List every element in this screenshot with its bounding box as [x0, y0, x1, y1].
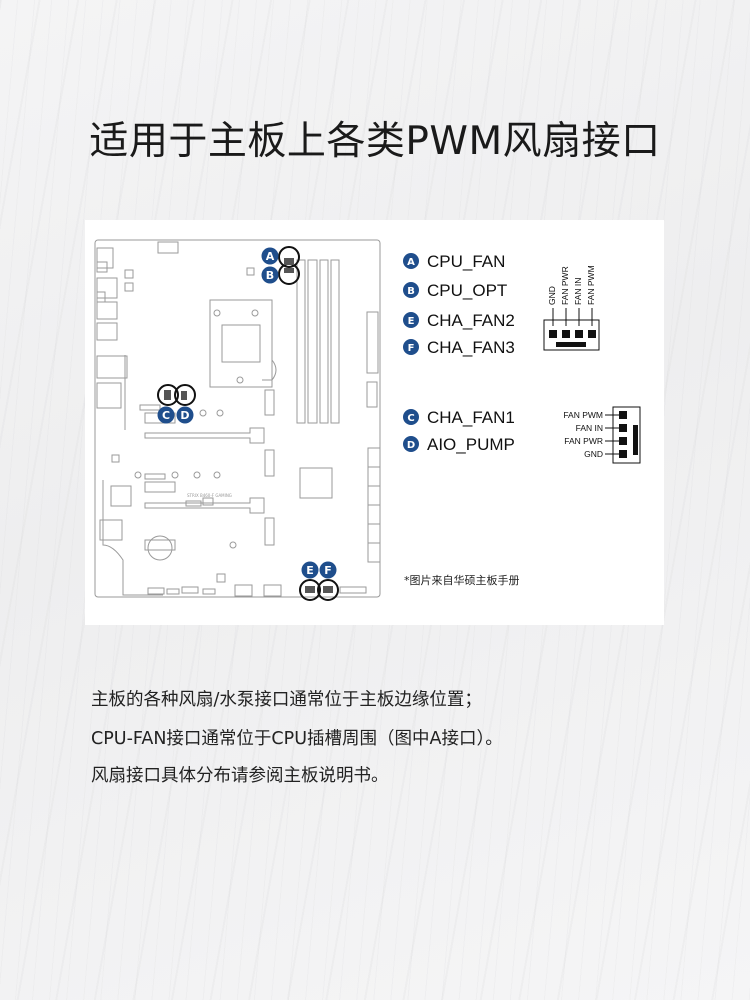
- legend-label: CHA_FAN3: [427, 338, 515, 357]
- pin-label: FAN PWM: [563, 410, 603, 420]
- pin-label: FAN PWR: [560, 266, 570, 305]
- legend-label: CPU_FAN: [427, 252, 505, 271]
- motherboard-diagram: STRIX B460-F GAMING A B C D E F A B E F: [94, 239, 641, 601]
- connector-highlights: [157, 246, 339, 601]
- body-line-3: 风扇接口具体分布请参阅主板说明书。: [91, 766, 389, 786]
- body-line-2: CPU-FAN接口通常位于CPU插槽周围（图中A接口）。: [91, 729, 503, 749]
- legend-group-1: A B E F CPU_FAN CPU_OPT CHA_FAN2 CHA_FAN…: [403, 252, 600, 357]
- body-line-1: 主板的各种风扇/水泵接口通常位于主板边缘位置；: [91, 690, 482, 710]
- image-source-note: *图片来自华硕主板手册: [404, 574, 520, 587]
- svg-text:C: C: [162, 409, 170, 422]
- svg-text:B: B: [407, 286, 415, 297]
- legend-group-2: C D CHA_FAN1 AIO_PUMP FAN PWM FAN IN FAN…: [403, 406, 641, 464]
- svg-text:D: D: [407, 440, 415, 451]
- svg-text:D: D: [180, 409, 189, 422]
- legend-label: CHA_FAN1: [427, 408, 515, 427]
- svg-text:F: F: [324, 564, 332, 577]
- board-model-text: STRIX B460-F GAMING: [187, 493, 232, 498]
- page-title: 适用于主板上各类PWM风扇接口: [89, 119, 661, 164]
- motherboard-outline: STRIX B460-F GAMING: [94, 239, 381, 598]
- svg-text:F: F: [408, 343, 415, 354]
- svg-text:E: E: [306, 564, 314, 577]
- svg-text:A: A: [407, 257, 415, 268]
- pin-label: FAN IN: [576, 423, 603, 433]
- svg-text:A: A: [266, 250, 275, 263]
- motherboard-diagram-panel: STRIX B460-F GAMING A B C D E F A B E F: [85, 220, 664, 625]
- legend-label: CHA_FAN2: [427, 311, 515, 330]
- legend-label: AIO_PUMP: [427, 435, 515, 454]
- svg-text:B: B: [266, 269, 274, 282]
- svg-text:C: C: [407, 413, 414, 424]
- pin-label: FAN PWR: [564, 436, 603, 446]
- svg-text:E: E: [408, 316, 415, 327]
- fan-headers: [164, 258, 333, 593]
- pin-label: FAN PWM: [586, 265, 596, 305]
- pin-label: GND: [584, 449, 603, 459]
- pin-label: GND: [547, 286, 557, 305]
- legend-label: CPU_OPT: [427, 281, 507, 300]
- pin-label: FAN IN: [573, 278, 583, 305]
- marker-badges: A B C D E F: [157, 247, 337, 579]
